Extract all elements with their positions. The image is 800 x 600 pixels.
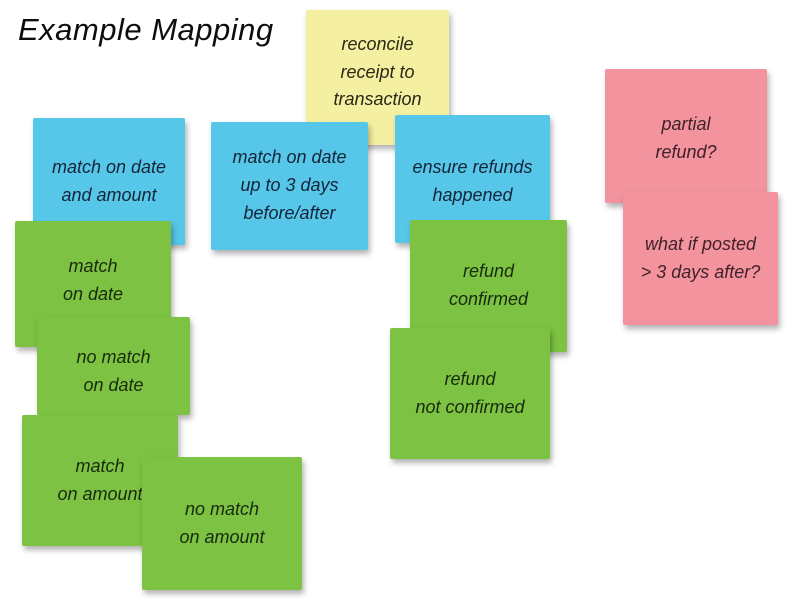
page-title: Example Mapping: [18, 12, 274, 47]
sticky-note-match-date-3-days: match on date up to 3 days before/after: [211, 122, 368, 250]
sticky-note-no-match-on-date: no match on date: [37, 317, 190, 415]
sticky-note-posted-3-days-after: what if posted > 3 days after?: [623, 192, 778, 325]
sticky-note-partial-refund: partial refund?: [605, 69, 767, 203]
sticky-note-no-match-on-amount: no match on amount: [142, 457, 302, 590]
sticky-note-refund-not-confirmed: refund not confirmed: [390, 328, 550, 459]
